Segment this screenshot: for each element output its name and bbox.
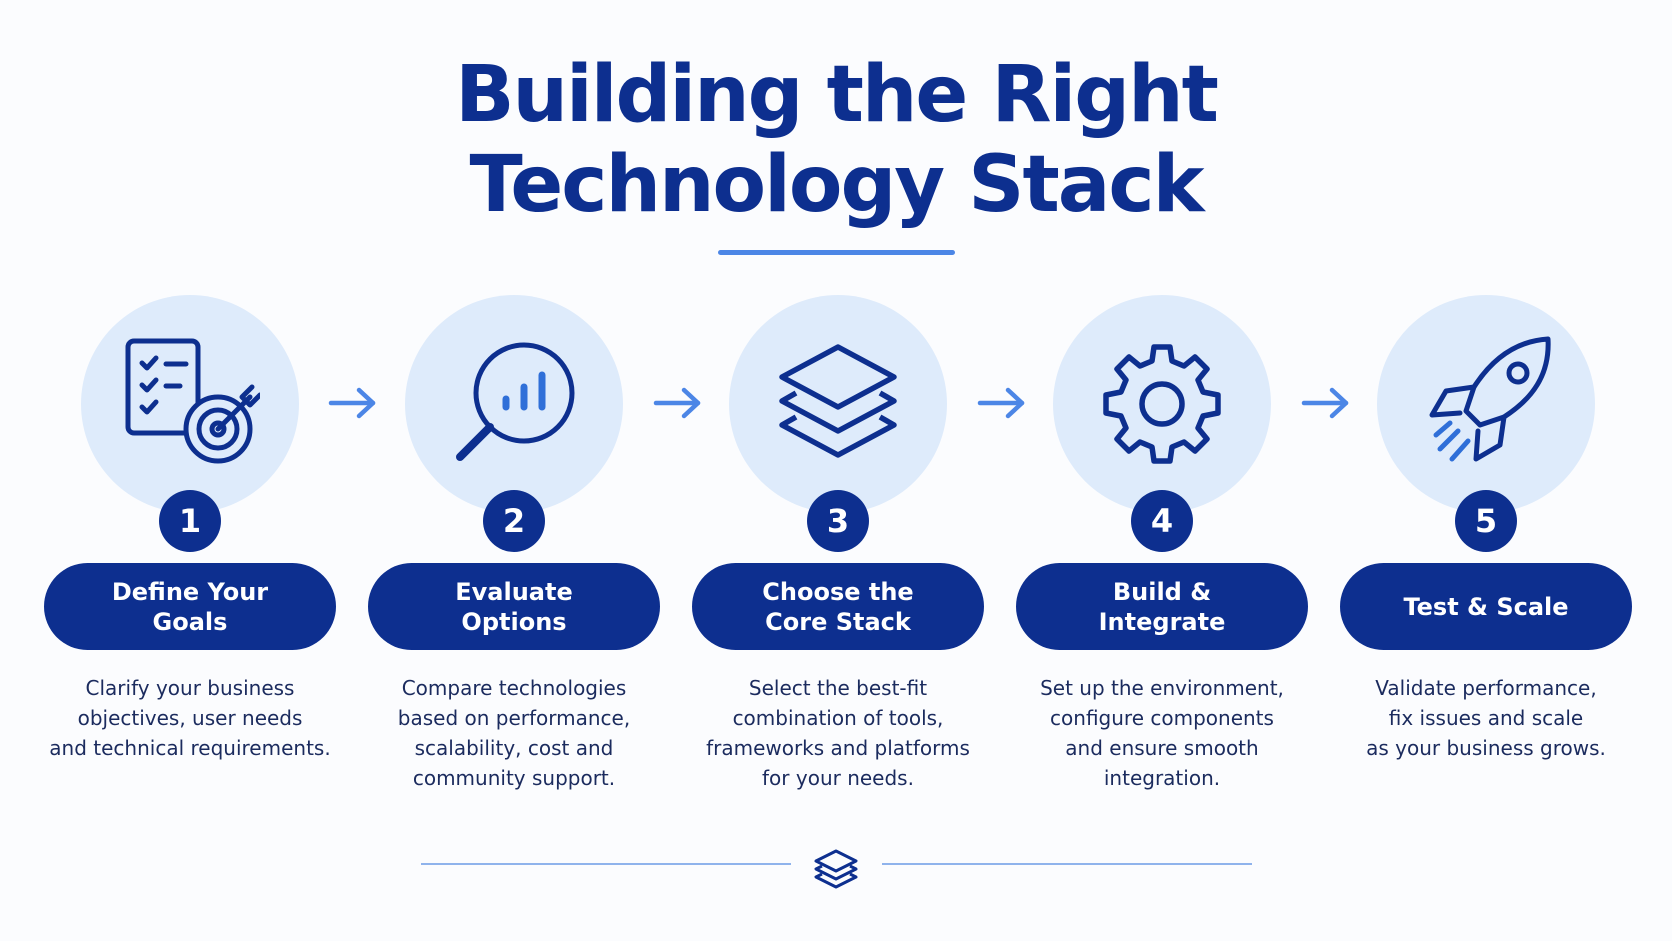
step-title: Evaluate Options: [414, 577, 614, 637]
description-line: Select the best-fit: [748, 676, 928, 700]
step-number: 4: [1131, 490, 1193, 552]
step-title: Test & Scale: [1386, 592, 1586, 622]
step-title-pill: Test & Scale: [1340, 563, 1632, 650]
step-build-integrate: 4 Build & Integrate Set up the environme…: [1012, 0, 1312, 941]
title-underline: [718, 250, 955, 255]
footer-divider-left: [421, 863, 791, 865]
description-line: Validate performance,: [1375, 676, 1597, 700]
step-number: 2: [483, 490, 545, 552]
page-title: Building the Right Technology Stack: [0, 50, 1672, 230]
step-define-goals: 1 Define Your Goals Clarify your busines…: [40, 0, 340, 941]
step-description: Select the best-fit combination of tools…: [688, 673, 988, 793]
step-evaluate-options: 2 Evaluate Options Compare technologies …: [364, 0, 664, 941]
gear-icon: [1092, 335, 1232, 475]
step-choose-core-stack: 3 Choose the Core Stack Select the best-…: [688, 0, 988, 941]
stacked-layers-icon: [812, 848, 860, 890]
description-line: as your business grows.: [1366, 736, 1606, 760]
rocket-icon: [1416, 335, 1556, 475]
step-description: Clarify your business objectives, user n…: [40, 673, 340, 763]
description-line: fix issues and scale: [1388, 706, 1584, 730]
step-test-scale: 5 Test & Scale Validate performance, fix…: [1336, 0, 1636, 941]
description-line: for your needs.: [762, 766, 914, 790]
step-description: Compare technologies based on performanc…: [364, 673, 664, 793]
step-title: Choose the Core Stack: [738, 577, 938, 637]
description-line: combination of tools,: [732, 706, 944, 730]
checklist-target-icon: [120, 335, 260, 475]
description-line: configure components: [1050, 706, 1274, 730]
step-title-line: Build & Integrate: [1098, 577, 1226, 636]
step-title-pill: Define Your Goals: [44, 563, 336, 650]
description-line: and ensure smooth: [1065, 736, 1259, 760]
step-number: 3: [807, 490, 869, 552]
description-line: community support.: [412, 766, 616, 790]
arrow-right-icon: [976, 385, 1028, 421]
arrow-right-icon: [327, 385, 379, 421]
description-line: integration.: [1103, 766, 1221, 790]
arrow-right-icon: [652, 385, 704, 421]
arrow-right-icon: [1300, 385, 1352, 421]
step-title: Define Your Goals: [90, 577, 290, 637]
description-line: Clarify your business: [85, 676, 295, 700]
step-description: Validate performance, fix issues and sca…: [1336, 673, 1636, 763]
step-title: Build & Integrate: [1062, 577, 1262, 637]
step-title-line: Choose the: [762, 577, 914, 606]
description-line: Set up the environment,: [1040, 676, 1284, 700]
description-line: objectives, user needs: [77, 706, 303, 730]
description-line: and technical requirements.: [49, 736, 331, 760]
icon-circle: [1377, 295, 1595, 513]
step-title-line: Core Stack: [765, 607, 911, 636]
footer-divider-right: [882, 863, 1252, 865]
icon-circle: [1053, 295, 1271, 513]
title-line-2: Technology Stack: [469, 140, 1205, 230]
step-title-pill: Choose the Core Stack: [692, 563, 984, 650]
description-line: frameworks and platforms: [706, 736, 970, 760]
magnifier-chart-icon: [444, 335, 584, 475]
stacked-layers-icon: [768, 335, 908, 475]
icon-circle: [81, 295, 299, 513]
description-line: scalability, cost and: [414, 736, 614, 760]
step-number: 1: [159, 490, 221, 552]
icon-circle: [405, 295, 623, 513]
step-title-line: Options: [461, 607, 567, 636]
step-title-pill: Build & Integrate: [1016, 563, 1308, 650]
step-number: 5: [1455, 490, 1517, 552]
description-line: based on performance,: [397, 706, 631, 730]
description-line: Compare technologies: [401, 676, 627, 700]
step-title-line: Goals: [152, 607, 228, 636]
step-title-pill: Evaluate Options: [368, 563, 660, 650]
step-title-line: Evaluate: [455, 577, 573, 606]
step-description: Set up the environment, configure compon…: [1012, 673, 1312, 793]
step-title-line: Test & Scale: [1403, 592, 1569, 621]
step-title-line: Define Your: [111, 577, 269, 606]
title-line-1: Building the Right: [455, 50, 1219, 140]
